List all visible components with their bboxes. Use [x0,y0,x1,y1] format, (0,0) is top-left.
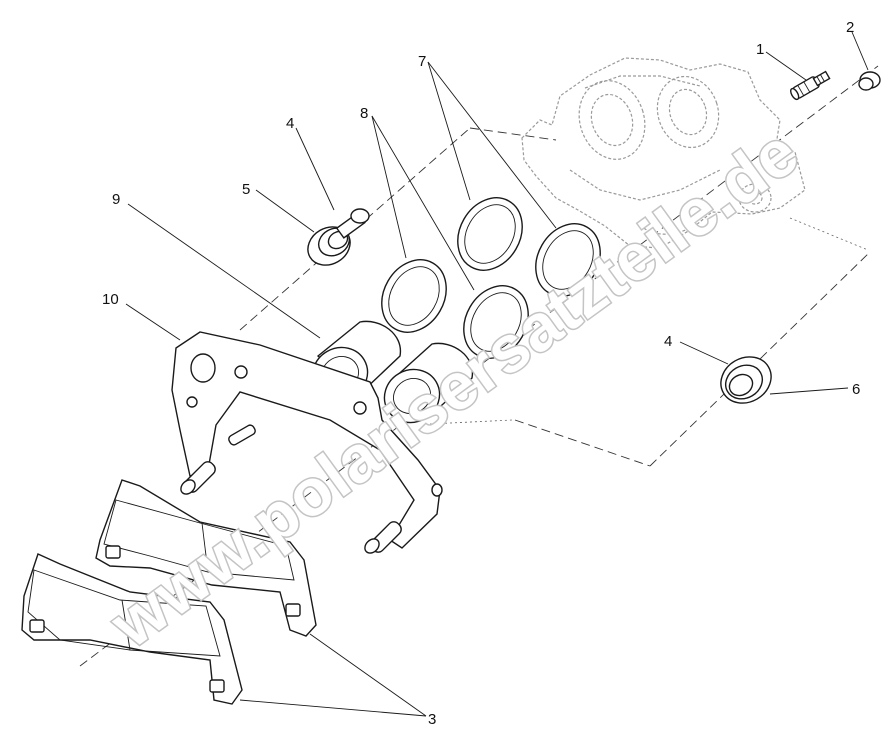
callout-5: 5 [242,181,250,198]
piston-seals [457,197,601,297]
callout-10: 10 [102,291,119,308]
callout-4-right: 4 [664,333,672,350]
callout-2: 2 [846,19,854,36]
callout-1: 1 [756,41,764,58]
assembly-centerlines [79,65,879,667]
callout-9: 9 [112,191,120,208]
brake-pads [21,479,317,705]
leader-lines [125,31,869,717]
guide-pin-boot-right [720,356,772,404]
mounting-bracket [171,331,443,554]
callout-8: 8 [360,105,368,122]
callout-4-upper: 4 [286,115,294,132]
bleeder-cap [858,71,881,91]
callout-3: 3 [428,711,436,728]
dust-seals [381,259,529,359]
bleeder-screw [790,70,831,101]
callout-7: 7 [418,53,426,70]
callout-6: 6 [852,381,860,398]
callout-labels: 1 2 3 4 4 5 6 7 8 9 10 [102,19,860,728]
guide-pin-boot-upper [307,208,370,266]
